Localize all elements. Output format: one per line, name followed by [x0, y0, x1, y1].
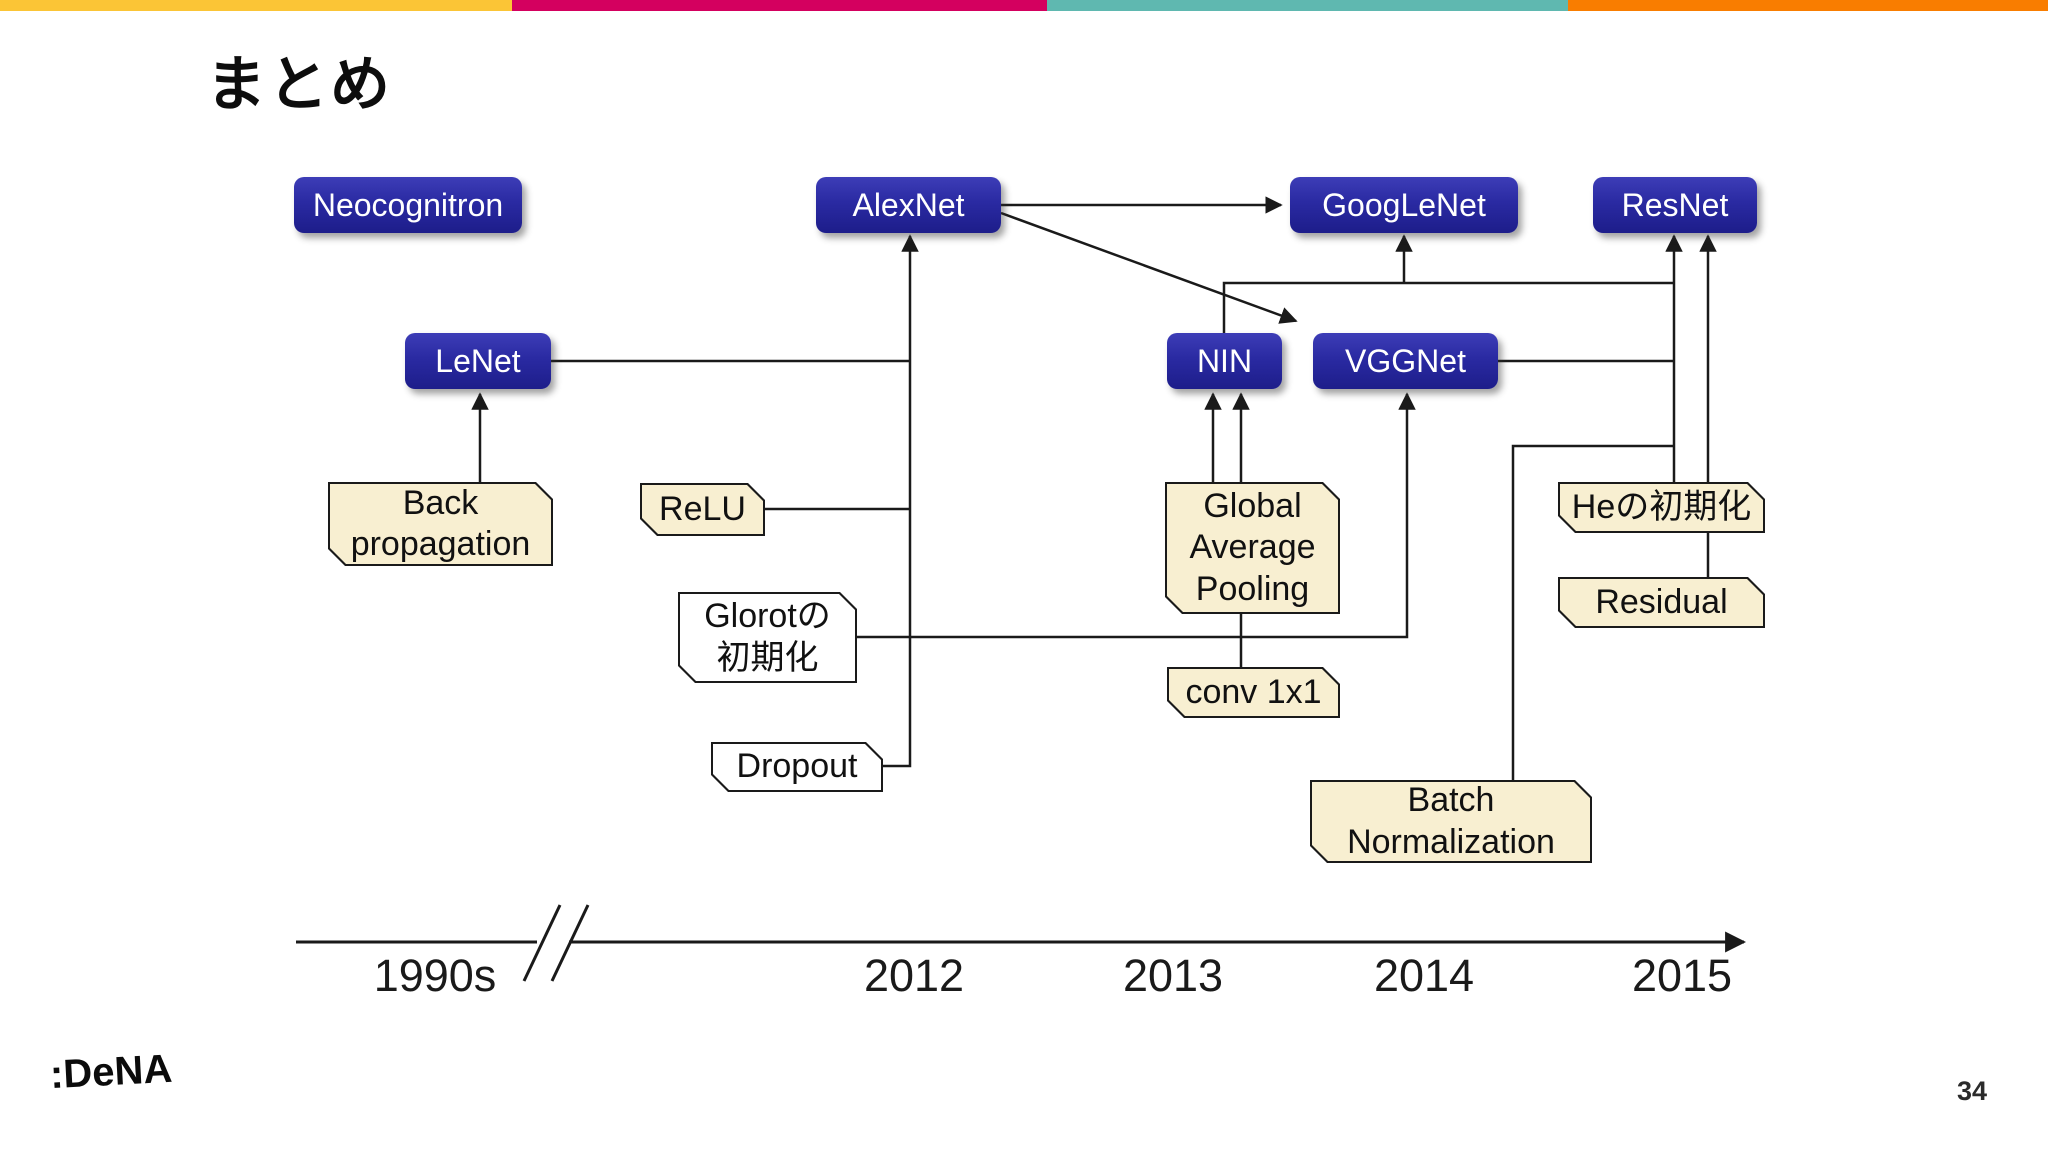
- tag-global-average-pooling: Global Average Pooling: [1165, 482, 1340, 614]
- node-googlenet: GoogLeNet: [1290, 177, 1518, 233]
- tag-batch-normalization-label: Batch Normalization: [1312, 782, 1590, 861]
- node-lenet: LeNet: [405, 333, 551, 389]
- node-resnet: ResNet: [1593, 177, 1757, 233]
- timeline-label-1990s: 1990s: [373, 950, 497, 1001]
- tag-residual-label: Residual: [1560, 579, 1763, 626]
- tag-relu: ReLU: [640, 483, 765, 536]
- tag-back-propagation: Back propagation: [328, 482, 553, 566]
- page-number: 34: [1956, 1076, 1988, 1106]
- tag-dropout-label: Dropout: [713, 744, 881, 790]
- timeline-label-2015: 2015: [1631, 950, 1733, 1001]
- tag-he-initialization-label: Heの初期化: [1560, 484, 1763, 531]
- tag-glorot-initialization: Glorotの 初期化: [678, 592, 857, 683]
- tag-global-average-pooling-label: Global Average Pooling: [1167, 484, 1338, 612]
- node-nin: NIN: [1167, 333, 1282, 389]
- tag-dropout: Dropout: [711, 742, 883, 792]
- timeline-label-2012: 2012: [863, 950, 965, 1001]
- accent-segment-yellow: [0, 0, 512, 11]
- tag-batch-normalization: Batch Normalization: [1310, 780, 1592, 863]
- tag-he-initialization: Heの初期化: [1558, 482, 1765, 533]
- tag-glorot-initialization-label: Glorotの 初期化: [680, 594, 855, 681]
- accent-bar: [0, 0, 2048, 11]
- timeline-label-2014: 2014: [1373, 950, 1475, 1001]
- page-title: まとめ: [206, 51, 392, 118]
- node-vggnet: VGGNet: [1313, 333, 1498, 389]
- timeline-label-2013: 2013: [1122, 950, 1224, 1001]
- timeline-axis: [296, 904, 1747, 982]
- node-neocognitron: Neocognitron: [294, 177, 522, 233]
- tag-relu-label: ReLU: [642, 485, 763, 534]
- accent-segment-teal: [1047, 0, 1568, 11]
- tag-back-propagation-label: Back propagation: [330, 484, 551, 564]
- node-alexnet: AlexNet: [816, 177, 1001, 233]
- accent-segment-magenta: [512, 0, 1047, 11]
- dena-logo: :DeNA: [48, 1046, 174, 1098]
- accent-segment-orange: [1568, 0, 2048, 11]
- tag-conv-1x1: conv 1x1: [1167, 667, 1340, 718]
- tag-residual: Residual: [1558, 577, 1765, 628]
- tag-conv-1x1-label: conv 1x1: [1169, 669, 1338, 716]
